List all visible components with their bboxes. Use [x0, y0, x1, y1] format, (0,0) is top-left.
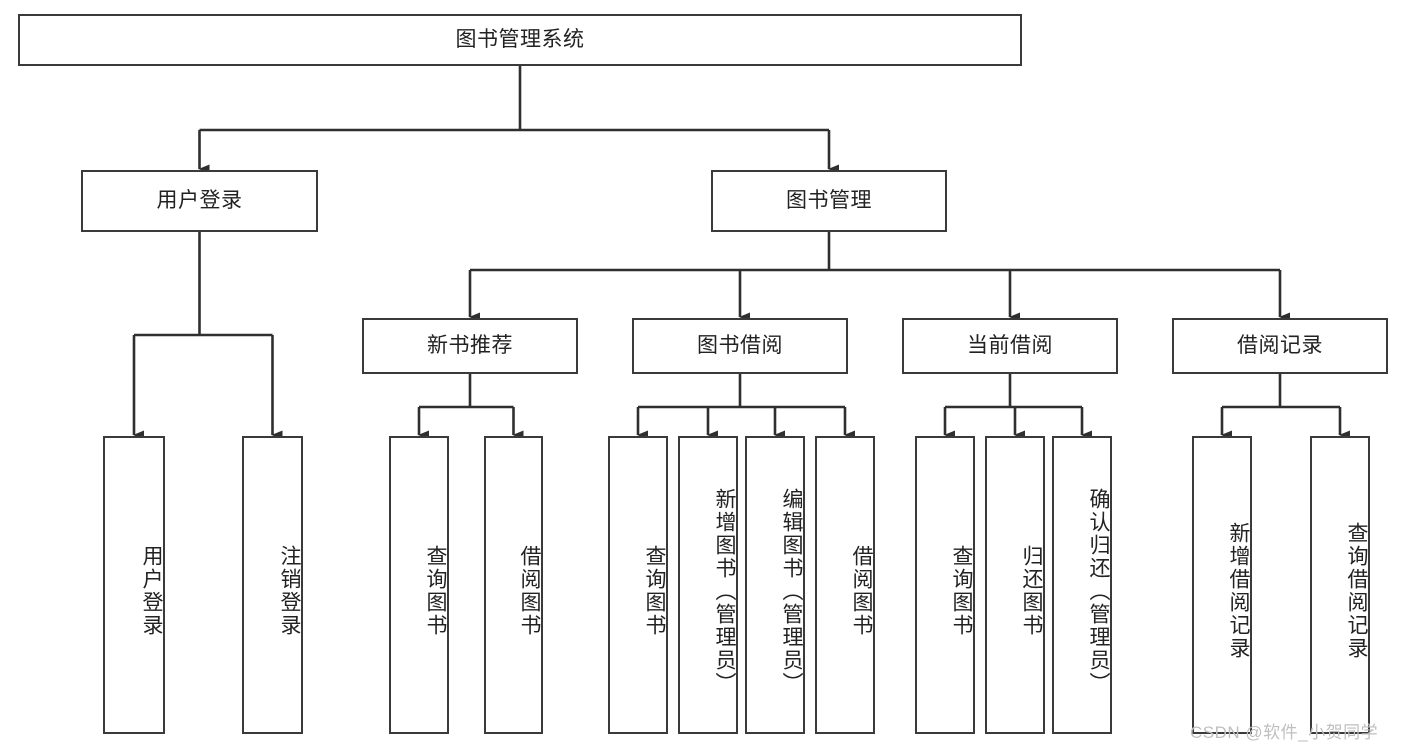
node-label: 归还图书	[1020, 545, 1043, 637]
node-book-manage[interactable]: 图书管理	[711, 170, 947, 232]
node-user-login[interactable]: 用户登录	[81, 170, 318, 232]
leaf-leaf-edit-book[interactable]: 编辑图书（管理员）	[745, 436, 805, 734]
node-label: 借阅图书	[850, 545, 873, 637]
node-label: 注销登录	[278, 545, 301, 637]
leaf-leaf-query-book-3[interactable]: 查询图书	[915, 436, 975, 734]
leaf-leaf-query-book-2[interactable]: 查询图书	[608, 436, 668, 734]
node-label: 借阅图书	[518, 545, 541, 637]
node-label: 查询图书	[950, 545, 973, 637]
node-label: 新增借阅记录	[1227, 522, 1250, 660]
leaf-leaf-add-book[interactable]: 新增图书（管理员）	[678, 436, 738, 734]
leaf-leaf-query-book-1[interactable]: 查询图书	[389, 436, 449, 734]
node-label: 当前借阅	[967, 333, 1053, 357]
leaf-leaf-logout[interactable]: 注销登录	[242, 436, 303, 734]
node-label: 用户登录	[140, 545, 163, 637]
node-borrow-record[interactable]: 借阅记录	[1172, 318, 1388, 374]
node-book-borrow[interactable]: 图书借阅	[632, 318, 848, 374]
node-new-book-rec[interactable]: 新书推荐	[362, 318, 578, 374]
node-label: 查询图书	[643, 545, 666, 637]
leaf-leaf-return-book[interactable]: 归还图书	[985, 436, 1045, 734]
node-label: 借阅记录	[1237, 333, 1323, 357]
leaf-leaf-confirm-return[interactable]: 确认归还（管理员）	[1052, 436, 1112, 734]
leaf-leaf-borrow-book-1[interactable]: 借阅图书	[484, 436, 543, 734]
leaf-leaf-query-record[interactable]: 查询借阅记录	[1310, 436, 1370, 734]
node-label: 用户登录	[156, 188, 243, 212]
node-label: 图书管理	[786, 188, 872, 212]
node-label: 确认归还（管理员）	[1087, 487, 1110, 695]
csdn-watermark: CSDN @软件_小贺同学	[1190, 723, 1379, 742]
node-label: 新增图书（管理员）	[713, 487, 736, 695]
node-current-borrow[interactable]: 当前借阅	[902, 318, 1118, 374]
root-node-root[interactable]: 图书管理系统	[18, 14, 1022, 66]
leaf-leaf-user-login[interactable]: 用户登录	[103, 436, 165, 734]
leaf-leaf-add-record[interactable]: 新增借阅记录	[1192, 436, 1252, 734]
node-label: 编辑图书（管理员）	[780, 487, 803, 695]
leaf-leaf-borrow-book-2[interactable]: 借阅图书	[815, 436, 875, 734]
node-label: 查询借阅记录	[1345, 522, 1368, 660]
node-label: 查询图书	[424, 545, 447, 637]
node-label: 图书借阅	[697, 333, 783, 357]
node-label: 新书推荐	[427, 333, 513, 357]
node-label: 图书管理系统	[455, 27, 585, 51]
